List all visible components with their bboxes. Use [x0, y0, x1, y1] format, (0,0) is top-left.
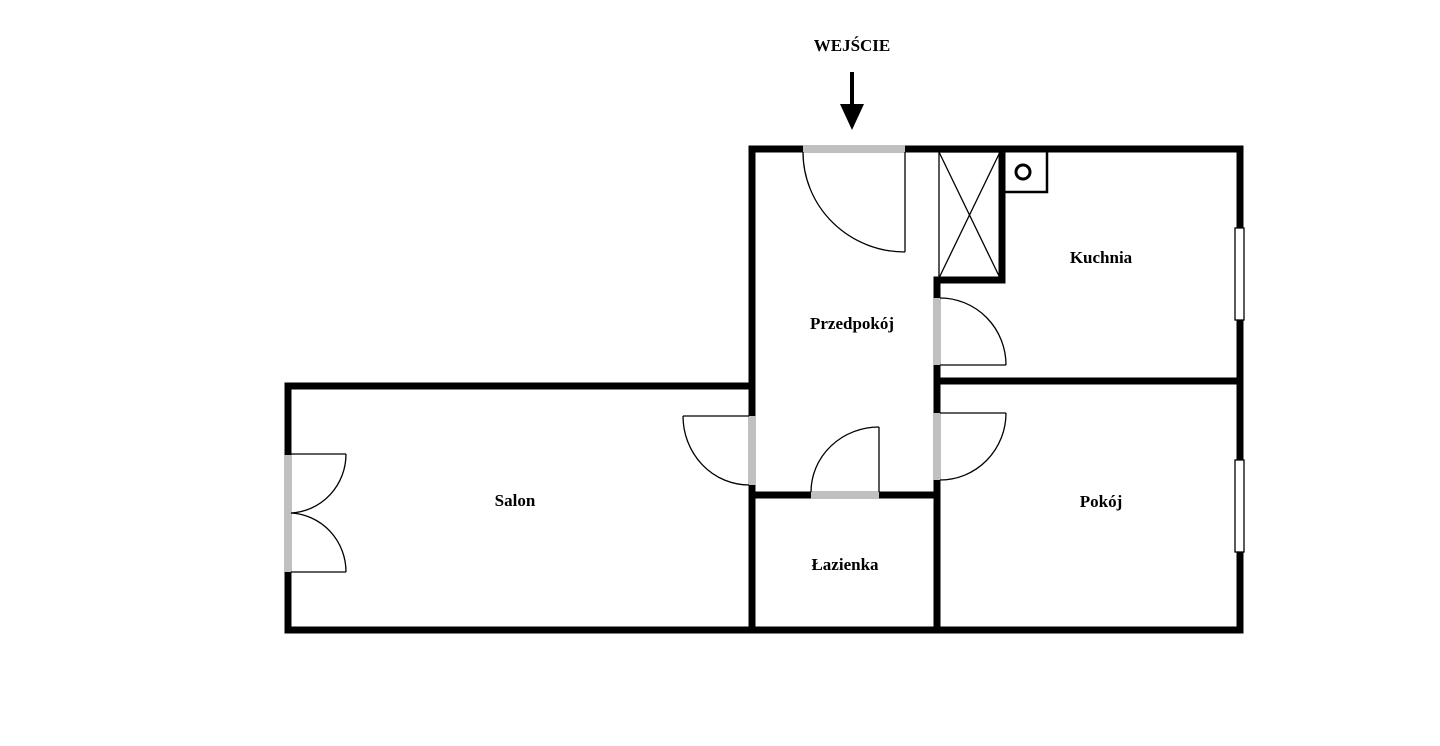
- room-door: [933, 412, 1007, 481]
- room-label-room: Pokój: [1080, 492, 1123, 511]
- entrance-door: [802, 145, 906, 253]
- room-window: [1234, 459, 1245, 553]
- walls: [284, 145, 1244, 634]
- kitchen-window: [1234, 227, 1245, 321]
- living-room-door: [682, 415, 756, 486]
- kitchen-door: [933, 297, 1007, 366]
- entrance-arrow-icon: [840, 72, 864, 130]
- entrance-label: WEJŚCIE: [814, 36, 891, 55]
- chimney-icon: [1005, 152, 1049, 194]
- bathroom-door: [810, 426, 880, 499]
- room-label-hallway: Przedpokój: [810, 314, 894, 333]
- ventilation-shaft: [938, 151, 1001, 279]
- room-label-kitchen: Kuchnia: [1070, 248, 1133, 267]
- room-label-living-room: Salon: [495, 491, 536, 510]
- room-label-bathroom: Łazienka: [811, 555, 879, 574]
- balcony-door: [284, 453, 347, 573]
